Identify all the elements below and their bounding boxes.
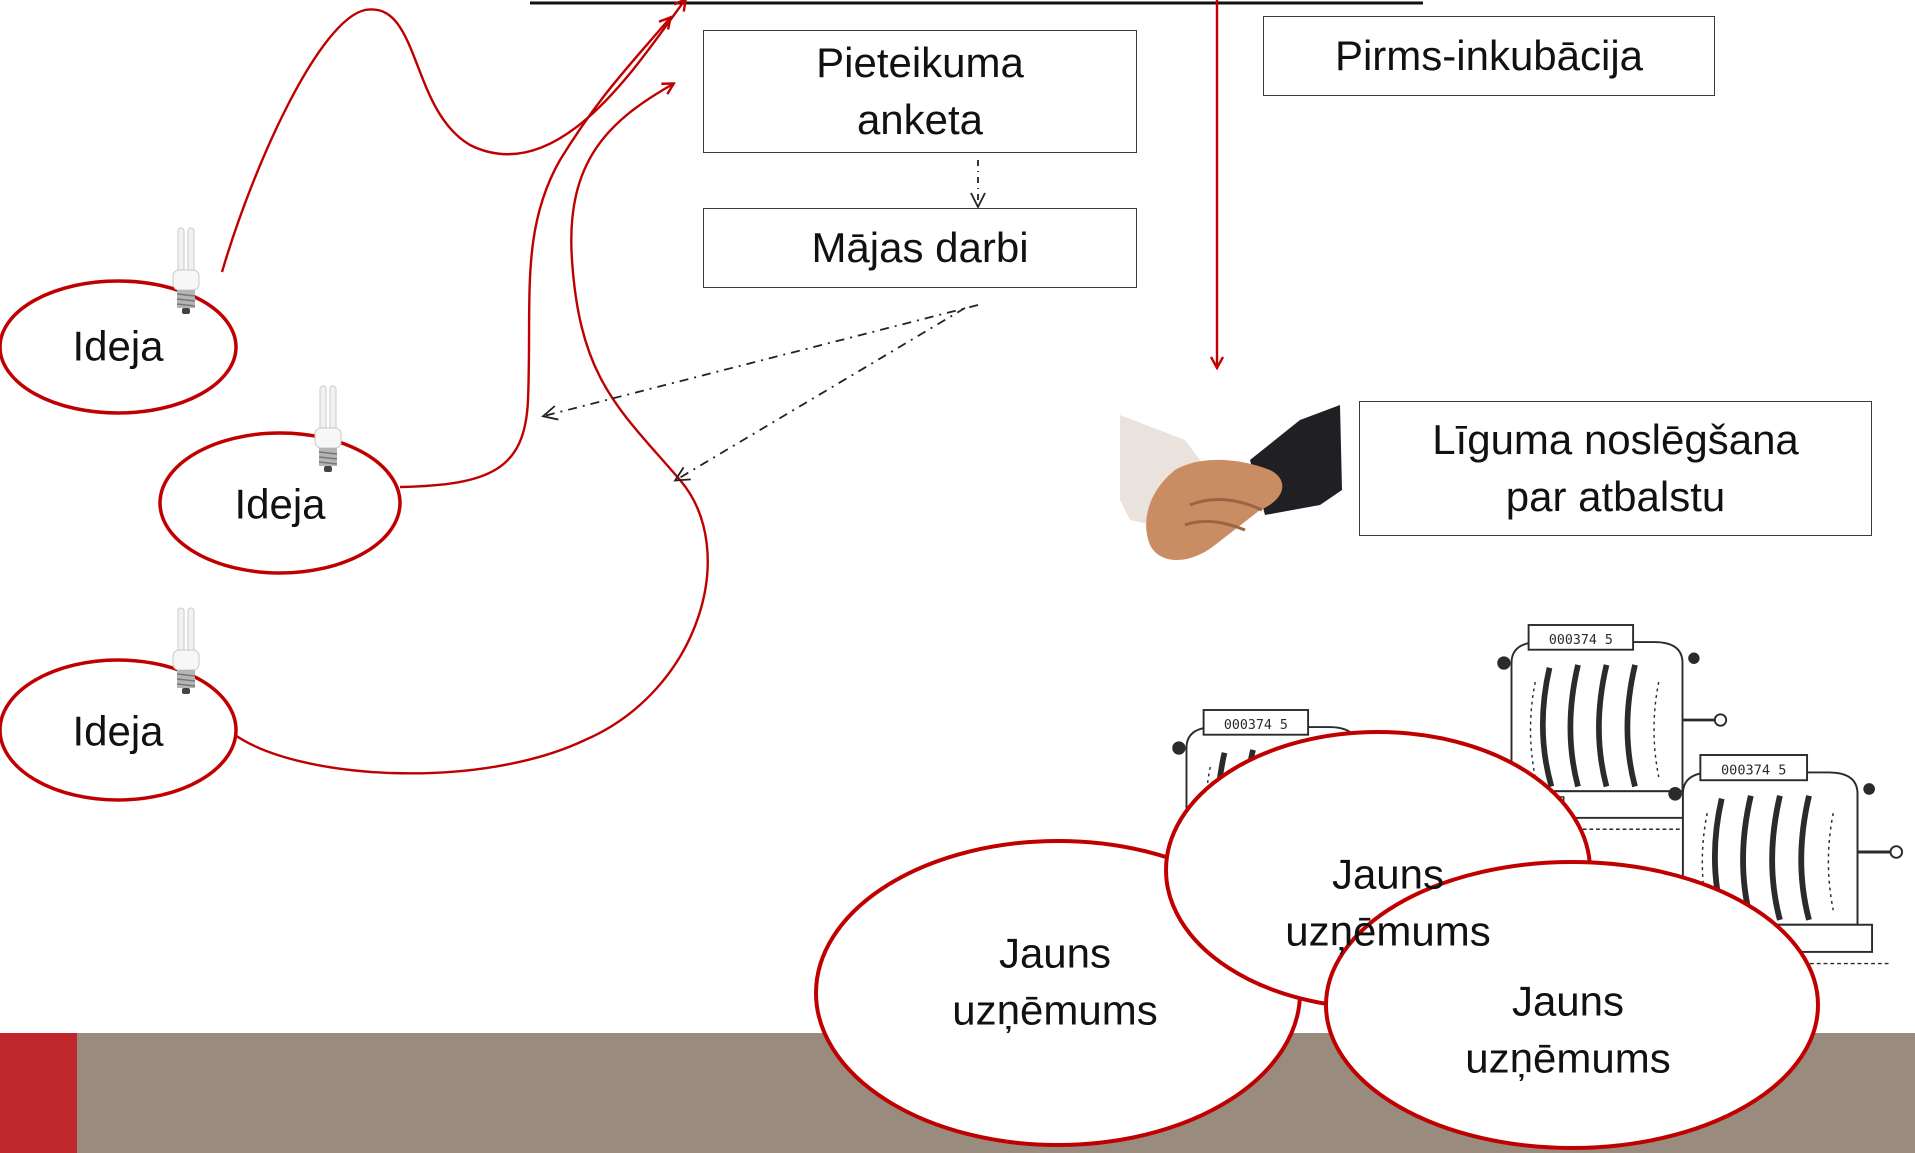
application-form-box: Pieteikuma anketa xyxy=(703,30,1137,153)
flow-curve-idea-3 xyxy=(234,84,709,775)
idea-ellipse-3 xyxy=(0,658,238,802)
idea-ellipse-1 xyxy=(0,279,238,415)
idea-label: Ideja xyxy=(234,480,326,528)
idea-ellipse-2 xyxy=(158,431,402,575)
idea-label: Ideja xyxy=(72,322,164,370)
footer-accent xyxy=(0,1033,77,1153)
agreement-box: Līguma noslēgšana par atbalstu xyxy=(1359,401,1872,536)
handshake-icon xyxy=(1120,405,1342,560)
flow-curve-idea-2 xyxy=(399,18,670,489)
company-label: Jauns uzņēmums xyxy=(952,929,1158,1033)
idea-label: Ideja xyxy=(72,707,164,755)
company-label: Jauns uzņēmums xyxy=(1465,977,1671,1081)
dashed-arrow-homework-to-idea-3 xyxy=(673,307,966,482)
dashed-arrow-homework-to-idea-2 xyxy=(541,304,979,421)
pre-incubation-box: Pirms-inkubācija xyxy=(1263,16,1715,96)
company-label: Jauns uzņēmums xyxy=(1285,850,1491,954)
company-ellipse-3 xyxy=(1324,860,1820,1150)
homework-box: Mājas darbi xyxy=(703,208,1137,288)
flow-curve-idea-1 xyxy=(220,0,685,273)
